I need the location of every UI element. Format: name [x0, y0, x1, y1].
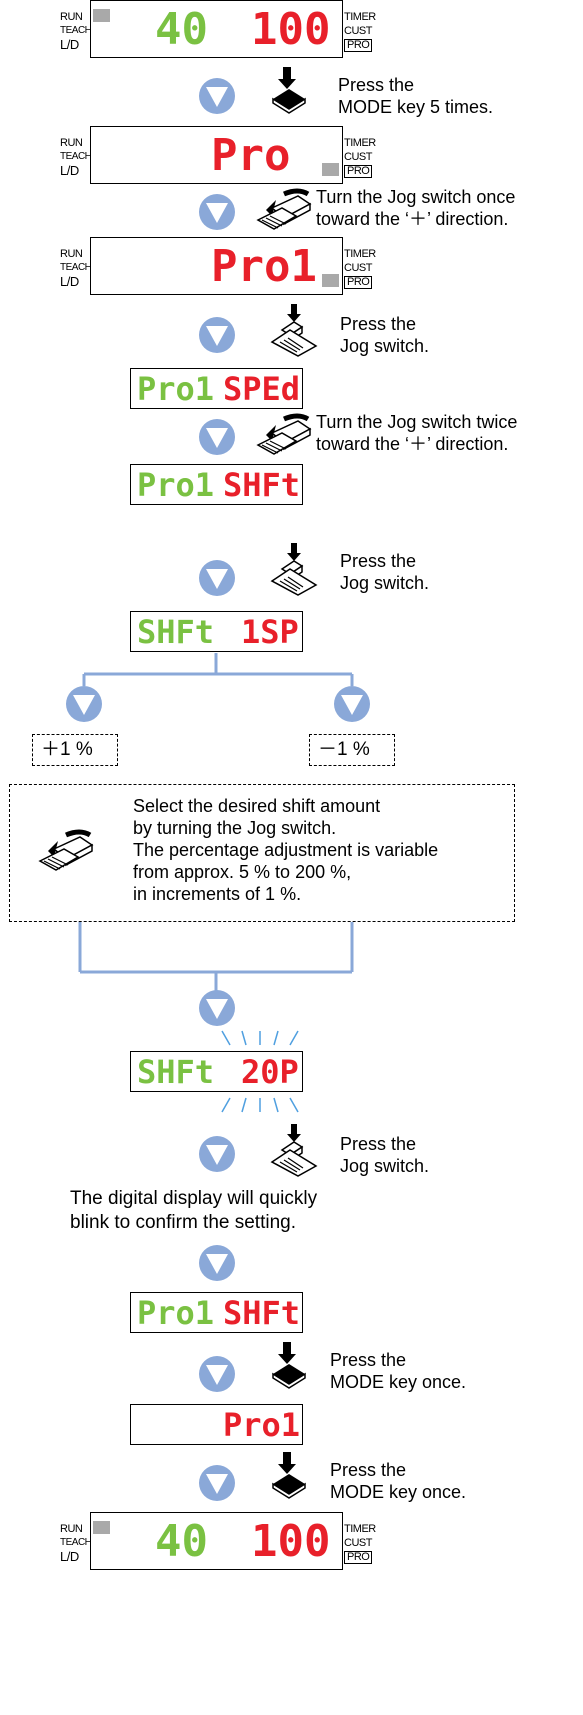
- note-line-1: Select the desired shift amount: [133, 796, 381, 816]
- teach-label: TEACH: [60, 151, 92, 162]
- step-5-line-2: Jog switch.: [340, 573, 430, 593]
- run-label: RUN: [60, 1523, 83, 1535]
- down-arrow-icon: [197, 988, 237, 1028]
- blink-rays-bottom: [221, 1097, 299, 1113]
- timer-label: TIMER: [344, 1523, 376, 1535]
- step-2-line-2: toward the ‘＋’ direction.: [316, 209, 509, 229]
- down-arrow-icon: [197, 1463, 237, 1503]
- display-7: SHFt 20P: [130, 1051, 303, 1092]
- blink-note-line-1: The digital display will quickly: [70, 1188, 318, 1209]
- run-label: RUN: [60, 11, 83, 23]
- jog-turn-icon: [36, 827, 96, 872]
- display-10: 40 100: [90, 1512, 343, 1570]
- step-3-line-2: Jog switch.: [340, 336, 430, 356]
- down-arrow-icon: [332, 684, 372, 724]
- display-1-right: 100: [251, 4, 331, 55]
- down-arrow-icon: [197, 1243, 237, 1283]
- down-arrow-icon: [197, 1354, 237, 1394]
- step-3-line-1: Press the: [340, 314, 417, 334]
- cust-label: CUST: [344, 262, 372, 274]
- cust-label: CUST: [344, 1537, 372, 1549]
- ld-label: L/D: [60, 1549, 79, 1564]
- display-5-right: SHFt: [223, 466, 301, 504]
- mode-key-icon: [263, 1450, 313, 1500]
- note-line-4: from approx. 5 % to 200 %,: [133, 862, 352, 882]
- display-2: Pro: [90, 126, 343, 184]
- display-7-right: 20P: [241, 1053, 299, 1091]
- blink-note-line-2: blink to confirm the setting.: [70, 1212, 296, 1233]
- ld-label: L/D: [60, 37, 79, 52]
- plus-one-box: ＋1 %: [32, 734, 118, 766]
- display-1-left: 40: [155, 4, 208, 55]
- cust-label: CUST: [344, 151, 372, 163]
- minus-one-label: －1 %: [318, 739, 370, 760]
- display-7-left: SHFt: [137, 1053, 215, 1091]
- ld-label: L/D: [60, 274, 79, 289]
- blink-rays-top: [221, 1030, 299, 1046]
- pro-label: PRO: [344, 276, 373, 289]
- run-indicator: [93, 9, 110, 22]
- display-3: Pro1: [90, 237, 343, 295]
- jog-press-icon: [268, 1122, 318, 1177]
- display-5: Pro1 SHFt: [130, 464, 303, 505]
- cust-label: CUST: [344, 25, 372, 37]
- step-8-line-2: MODE key once.: [330, 1482, 467, 1502]
- step-2-line-1: Turn the Jog switch once: [316, 187, 516, 207]
- display-8: Pro1 SHFt: [130, 1292, 303, 1333]
- minus-one-box: －1 %: [309, 734, 395, 766]
- teach-label: TEACH: [60, 262, 92, 273]
- note-line-5: in increments of 1 %.: [133, 884, 302, 904]
- display-8-right: SHFt: [223, 1294, 301, 1332]
- plus-one-label: ＋1 %: [41, 739, 93, 760]
- mode-key-icon: [263, 1340, 313, 1390]
- display-4-left: Pro1: [137, 370, 215, 408]
- pro-indicator: [322, 274, 339, 287]
- display-3-text: Pro1: [211, 241, 317, 292]
- down-arrow-icon: [64, 684, 104, 724]
- display-10-left: 40: [155, 1516, 208, 1567]
- display-2-text: Pro: [211, 130, 291, 181]
- timer-label: TIMER: [344, 248, 376, 260]
- step-6-line-1: Press the: [340, 1134, 417, 1154]
- display-8-left: Pro1: [137, 1294, 215, 1332]
- note-line-3: The percentage adjustment is variable: [133, 840, 439, 860]
- run-label: RUN: [60, 248, 83, 260]
- display-9: Pro1: [130, 1404, 303, 1445]
- pro-indicator: [322, 163, 339, 176]
- step-7-line-1: Press the: [330, 1350, 407, 1370]
- step-5-line-1: Press the: [340, 551, 417, 571]
- display-1: 40 100: [90, 0, 343, 58]
- step-8-line-1: Press the: [330, 1460, 407, 1480]
- display-4: Pro1 SPEd: [130, 368, 303, 409]
- display-6-left: SHFt: [137, 613, 215, 651]
- display-4-right: SPEd: [223, 370, 301, 408]
- pro-label: PRO: [344, 1551, 373, 1564]
- ld-label: L/D: [60, 163, 79, 178]
- display-5-left: Pro1: [137, 466, 215, 504]
- timer-label: TIMER: [344, 137, 376, 149]
- down-arrow-icon: [197, 1134, 237, 1174]
- run-indicator: [93, 1521, 110, 1534]
- step-6-line-2: Jog switch.: [340, 1156, 430, 1176]
- step-1-line-1: Press the: [338, 75, 415, 95]
- pro-label: PRO: [344, 165, 373, 178]
- note-box: Select the desired shift amount by turni…: [9, 784, 515, 922]
- pro-label: PRO: [344, 39, 373, 52]
- teach-label: TEACH: [60, 1537, 92, 1548]
- display-6-right: 1SP: [241, 613, 299, 651]
- display-6: SHFt 1SP: [130, 611, 303, 652]
- step-4-line-1: Turn the Jog switch twice: [316, 412, 518, 432]
- note-line-2: by turning the Jog switch.: [133, 818, 337, 838]
- step-7-line-2: MODE key once.: [330, 1372, 467, 1392]
- teach-label: TEACH: [60, 25, 92, 36]
- step-4-line-2: toward the ‘＋’ direction.: [316, 434, 509, 454]
- timer-label: TIMER: [344, 11, 376, 23]
- display-9-text: Pro1: [223, 1406, 301, 1444]
- display-10-right: 100: [251, 1516, 331, 1567]
- run-label: RUN: [60, 137, 83, 149]
- step-1-line-2: MODE key 5 times.: [338, 97, 494, 117]
